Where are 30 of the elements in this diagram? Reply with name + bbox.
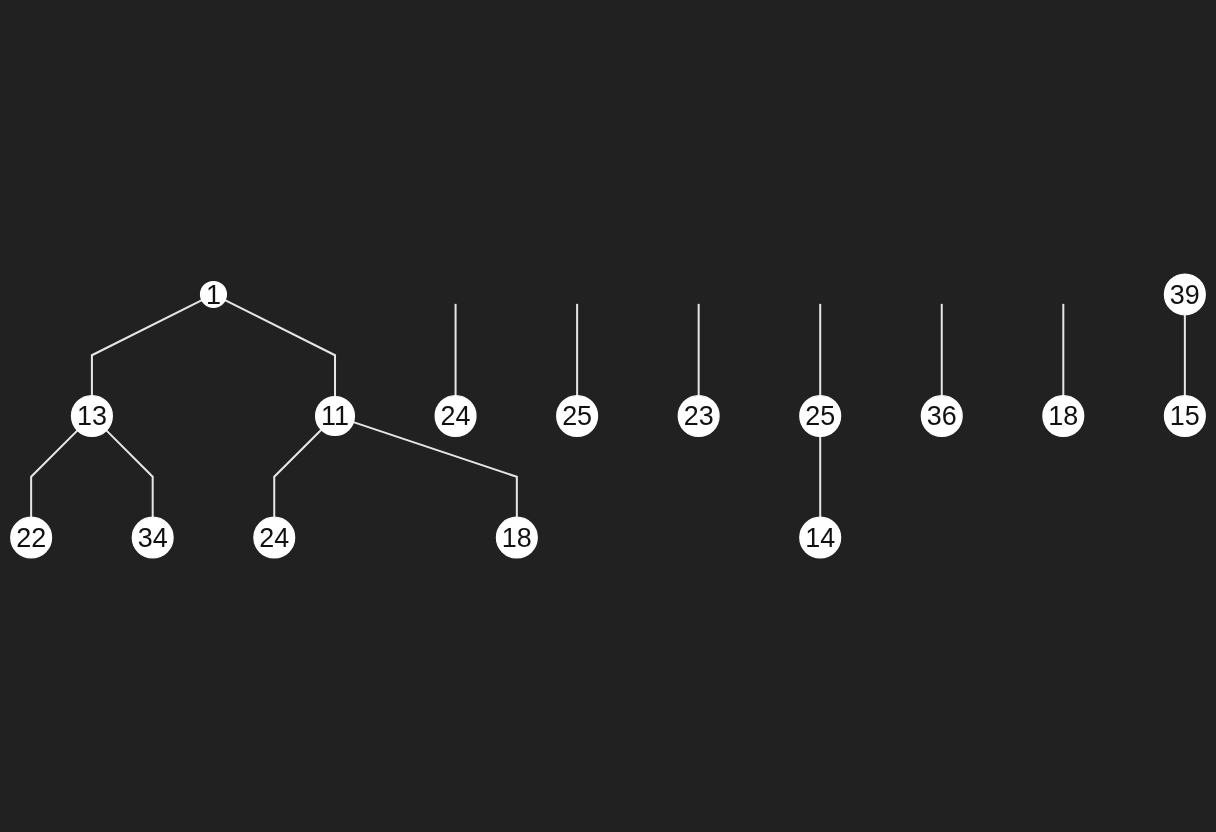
connector xyxy=(940,303,943,396)
node-circle: 25 xyxy=(799,394,842,438)
connector xyxy=(576,303,579,396)
node-circle: 11 xyxy=(314,395,356,437)
connector xyxy=(273,429,323,518)
node-circle: 18 xyxy=(495,516,538,559)
connector xyxy=(454,303,457,396)
connector xyxy=(1062,303,1065,396)
node-circle: 14 xyxy=(799,516,842,559)
connector xyxy=(105,429,154,518)
node-circle: 25 xyxy=(556,394,599,438)
node-circle: 1 xyxy=(199,280,228,308)
connector xyxy=(819,303,822,396)
node-circle: 24 xyxy=(253,516,296,559)
node-circle: 24 xyxy=(434,394,477,438)
node-circle: 15 xyxy=(1163,394,1206,438)
node-circle: 22 xyxy=(10,516,53,559)
node-circle: 39 xyxy=(1163,273,1206,316)
connector xyxy=(90,299,203,396)
node-circle: 13 xyxy=(70,394,113,438)
connector xyxy=(30,429,79,518)
connector xyxy=(353,421,518,518)
connector xyxy=(224,299,337,397)
node-circle: 36 xyxy=(920,394,963,438)
connector xyxy=(1183,314,1186,396)
connector xyxy=(819,436,822,518)
node-circle: 23 xyxy=(677,394,720,438)
node-circle: 18 xyxy=(1042,394,1085,438)
connector xyxy=(697,303,700,396)
node-circle: 34 xyxy=(131,516,174,559)
